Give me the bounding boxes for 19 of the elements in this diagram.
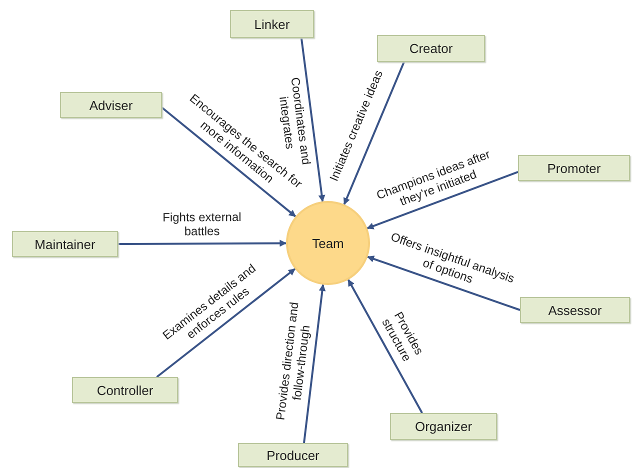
role-box: Controller xyxy=(72,377,178,403)
arrow xyxy=(161,106,296,218)
arrow xyxy=(156,268,296,378)
arrow xyxy=(300,38,326,202)
role-box: Adviser xyxy=(60,92,162,118)
arrow xyxy=(303,284,326,444)
role-box: Promoter xyxy=(518,155,630,181)
arrow xyxy=(347,279,423,414)
role-box: Creator xyxy=(377,35,485,62)
role-box: Assessor xyxy=(520,297,630,323)
role-box: Producer xyxy=(238,443,348,467)
role-box: Maintainer xyxy=(12,231,118,257)
arrow xyxy=(367,256,520,311)
arrow xyxy=(343,62,405,205)
arrow xyxy=(118,240,287,247)
role-box: Linker xyxy=(230,10,314,38)
center-circle: Team xyxy=(286,201,370,285)
arrow xyxy=(366,170,518,230)
role-box: Organizer xyxy=(390,413,497,440)
